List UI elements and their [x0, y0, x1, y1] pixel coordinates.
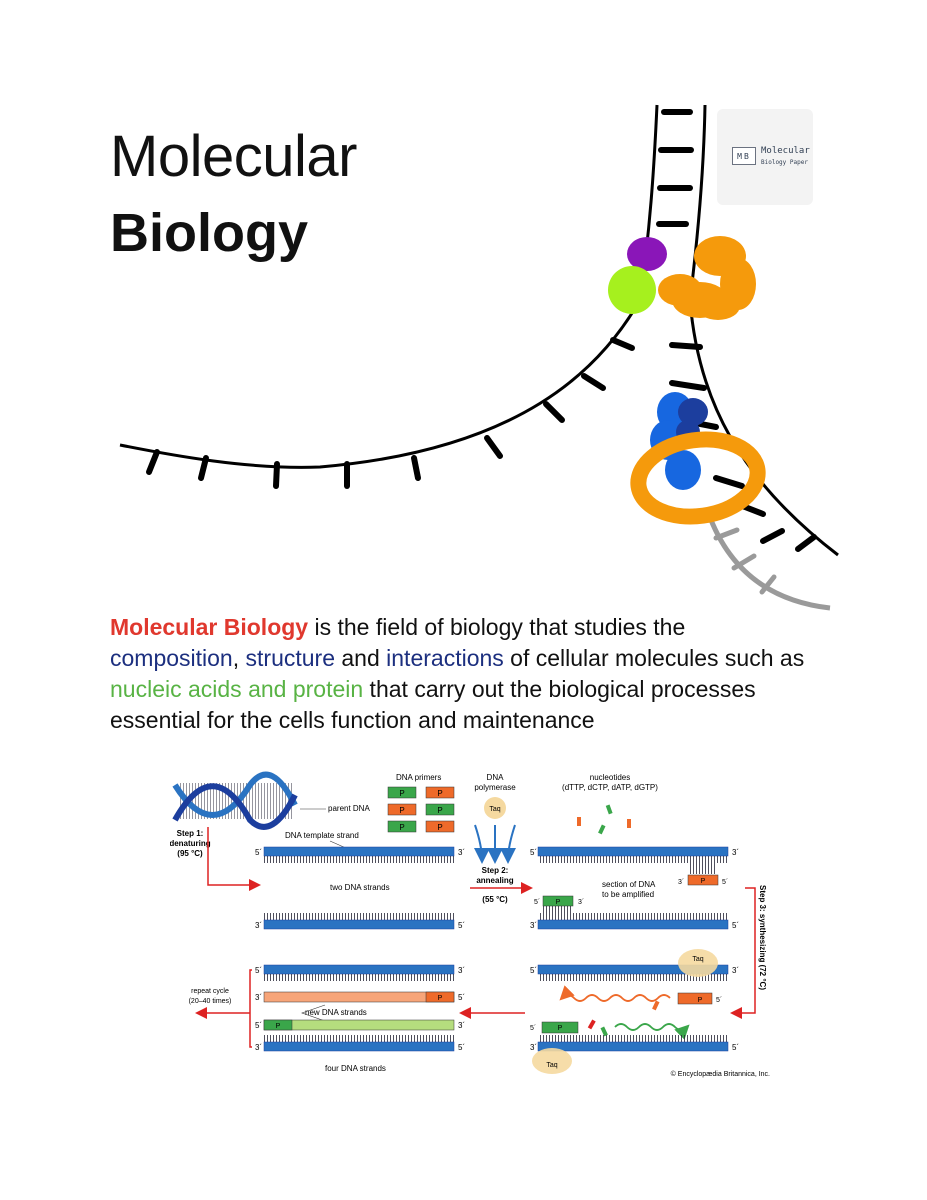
- primer-label: P: [698, 997, 703, 1004]
- three-prime: 3´: [578, 899, 584, 906]
- page-title-line1: Molecular: [110, 124, 357, 189]
- five-prime: 5´: [530, 1025, 536, 1032]
- label-repeat-1: repeat cycle: [191, 988, 229, 995]
- three-prime: 3´: [678, 879, 684, 886]
- label-parent-dna: parent DNA: [328, 804, 370, 813]
- step2-label-a: Step 2:: [482, 866, 509, 875]
- five-prime: 5´: [732, 921, 739, 930]
- description-text: ,: [232, 645, 246, 671]
- label-section-2: to be amplified: [602, 890, 654, 899]
- step1-label-c: (95 °C): [177, 849, 203, 858]
- label-dna-polymerase-1: DNA: [487, 773, 505, 782]
- label-four-strands: four DNA strands: [325, 1064, 386, 1073]
- five-prime: 5´: [732, 1043, 739, 1052]
- five-prime: 5´: [255, 1021, 262, 1030]
- label-dna-polymerase-2: polymerase: [474, 783, 516, 792]
- primer-label: P: [558, 1025, 563, 1032]
- primer-label: P: [399, 789, 404, 798]
- taq-label: Taq: [489, 806, 500, 813]
- three-prime: 3´: [255, 993, 262, 1002]
- primer-label: P: [399, 823, 404, 832]
- nucleotide-icons: [577, 804, 631, 835]
- step2-label-c: (55 °C): [482, 895, 508, 904]
- highlight-nucleic-acids: nucleic acids and protein: [110, 676, 364, 702]
- taq-label: Taq: [692, 956, 703, 963]
- primer-label: P: [438, 995, 443, 1002]
- logo-text-line2: Biology Paper: [761, 159, 808, 166]
- five-prime: 5´: [458, 1043, 465, 1052]
- five-prime: 5´: [530, 966, 537, 975]
- three-prime: 3´: [530, 921, 537, 930]
- description-paragraph: Molecular Biology is the field of biolog…: [110, 612, 810, 736]
- copyright: © Encyclopædia Britannica, Inc.: [671, 1070, 770, 1078]
- five-prime: 5´: [534, 899, 540, 906]
- page-title-line2: Biology: [110, 203, 308, 263]
- label-nucleotides: nucleotides: [590, 773, 630, 782]
- primer-label: P: [437, 789, 442, 798]
- primer-label: P: [701, 878, 706, 885]
- description-text: is the field of biology that studies the: [308, 614, 686, 640]
- primer-label: P: [437, 823, 442, 832]
- five-prime: 5´: [722, 879, 728, 886]
- logo-text: Molecular Biology Paper: [761, 146, 810, 166]
- label-section-1: section of DNA: [602, 880, 656, 889]
- logo-text-line1: Molecular: [761, 146, 810, 156]
- three-prime: 3´: [458, 966, 465, 975]
- five-prime: 5´: [255, 848, 262, 857]
- taq-label: Taq: [546, 1062, 557, 1069]
- label-dna-primers: DNA primers: [396, 773, 441, 782]
- primer-label: P: [437, 806, 442, 815]
- five-prime: 5´: [255, 966, 262, 975]
- primer-label: P: [276, 1023, 281, 1030]
- label-template-strand: DNA template strand: [285, 831, 359, 840]
- logo: MB Molecular Biology Paper: [717, 109, 813, 205]
- three-prime: 3´: [530, 1043, 537, 1052]
- five-prime: 5´: [530, 848, 537, 857]
- three-prime: 3´: [255, 921, 262, 930]
- step2-label-b: annealing: [476, 876, 513, 885]
- step3-label: Step 3: synthesizing (72 °C): [758, 885, 767, 990]
- highlight-structure: structure: [245, 645, 335, 671]
- highlight-interactions: interactions: [386, 645, 504, 671]
- highlight-molecular-biology: Molecular Biology: [110, 614, 309, 640]
- three-prime: 3´: [458, 848, 465, 857]
- three-prime: 3´: [458, 1021, 465, 1030]
- three-prime: 3´: [732, 966, 739, 975]
- primer-label: P: [399, 806, 404, 815]
- label-new-strands: new DNA strands: [305, 1008, 367, 1017]
- highlight-composition: composition: [110, 645, 233, 671]
- parent-dna-helix: [172, 771, 298, 830]
- description-text: that carry out the biological processes …: [110, 676, 756, 733]
- five-prime: 5´: [716, 997, 722, 1004]
- label-two-strands: two DNA strands: [330, 883, 390, 892]
- step1-label-a: Step 1:: [177, 829, 204, 838]
- five-prime: 5´: [458, 993, 465, 1002]
- primer-label: P: [556, 899, 561, 906]
- pcr-diagram: parent DNA DNA primers P P P P P P DNA p…: [170, 771, 770, 1078]
- three-prime: 3´: [255, 1043, 262, 1052]
- five-prime: 5´: [458, 921, 465, 930]
- description-text: and: [335, 645, 387, 671]
- description-text: of cellular molecules such as: [503, 645, 805, 671]
- label-repeat-2: (20–40 times): [189, 998, 232, 1005]
- label-nucleotides-list: (dTTP, dCTP, dATP, dGTP): [562, 783, 658, 792]
- step1-label-b: denaturing: [170, 839, 211, 848]
- three-prime: 3´: [732, 848, 739, 857]
- dna-replication-illustration: [119, 104, 839, 611]
